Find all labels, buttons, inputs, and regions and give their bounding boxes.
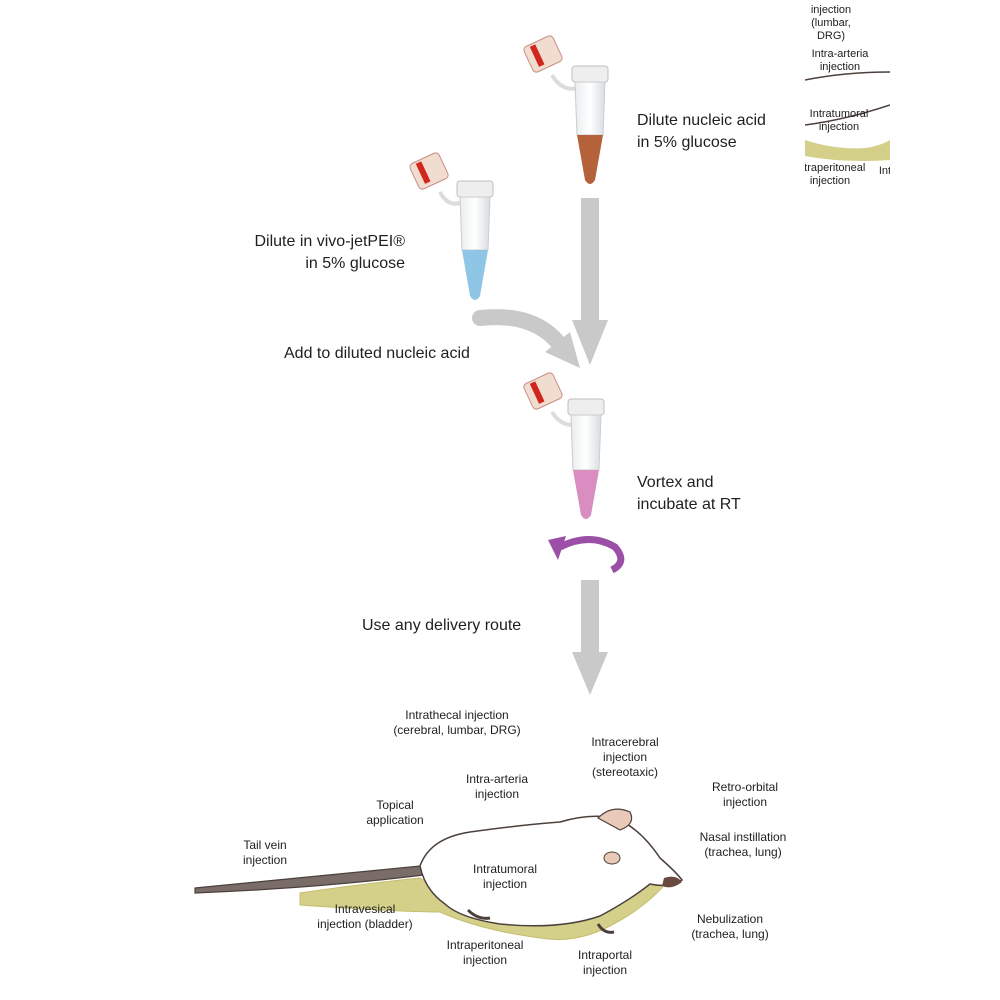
- route-retro-orbital-line2: injection: [722, 795, 768, 809]
- vortex-icon: [548, 536, 625, 574]
- route-intratumoral-line1: Intratumoral: [472, 862, 538, 876]
- route-intraperitoneal-line1: Intraperitoneal: [446, 938, 524, 952]
- cropped-label-intra-arterial: Intra-arteria injection: [805, 48, 875, 74]
- route-topical-line1: Topical: [376, 798, 414, 812]
- route-nasal: Nasal instillation (trachea, lung): [683, 830, 803, 860]
- route-intraportal-line2: injection: [582, 963, 628, 977]
- route-intracerebral-line3: (stereotaxic): [591, 765, 659, 779]
- cropped-label-intrathecal-line2: (lumbar, DRG): [811, 17, 851, 42]
- cropped-label-intrathecal: injection (lumbar, DRG): [805, 4, 861, 43]
- route-intraperitoneal-line2: injection: [462, 953, 508, 967]
- route-intra-arterial-line2: injection: [474, 787, 520, 801]
- step-delivery-route: Use any delivery route: [362, 617, 522, 634]
- route-retro-orbital: Retro-orbital injection: [690, 780, 800, 810]
- route-intracerebral-line1: Intracerebral: [591, 735, 659, 749]
- route-intra-arterial-line1: Intra-arteria: [465, 772, 529, 786]
- cropped-label-intra-arterial-line2: injection: [819, 61, 861, 73]
- curved-arrow: [472, 309, 580, 368]
- cropped-label-intratumoral: Intratumoral injection: [805, 108, 873, 134]
- route-intravesical-line2: injection (bladder): [317, 917, 413, 931]
- cropped-label-intrathecal-line1: injection: [810, 4, 852, 16]
- route-intrathecal: Intrathecal injection (cerebral, lumbar,…: [372, 708, 542, 738]
- route-nebulization: Nebulization (trachea, lung): [675, 912, 785, 942]
- route-intra-arterial: Intra-arteria injection: [447, 772, 547, 802]
- route-intraperitoneal: Intraperitoneal injection: [430, 938, 540, 968]
- route-tail-vein-line1: Tail vein: [243, 838, 287, 852]
- cropped-fragment: injection (lumbar, DRG) Intra-arteria in…: [805, 0, 890, 195]
- cropped-label-intratumoral-line2: injection: [818, 121, 860, 133]
- cropped-label-intraperitoneal-line2: injection: [809, 175, 851, 187]
- tube-nucleic-acid: [523, 35, 609, 184]
- down-arrow-2: [572, 580, 608, 695]
- route-intravesical-line1: Intravesical: [334, 902, 396, 916]
- route-retro-orbital-line1: Retro-orbital: [711, 780, 779, 794]
- cropped-label-intraperitoneal: Intraperitoneal injection: [805, 162, 865, 188]
- route-intravesical: Intravesical injection (bladder): [300, 902, 430, 932]
- route-intraportal: Intraportal injection: [555, 948, 655, 978]
- route-tail-vein: Tail vein injection: [230, 838, 300, 868]
- down-arrow-1: [572, 198, 608, 365]
- step-dilute-nucleic-acid-line2: in 5% glucose: [637, 134, 737, 151]
- route-intracerebral: Intracerebral injection (stereotaxic): [575, 735, 675, 780]
- step-vortex-line2: incubate at RT: [637, 496, 741, 513]
- cropped-label-intra-arterial-line1: Intra-arteria: [811, 48, 869, 60]
- route-topical-line2: application: [366, 813, 424, 827]
- mouse-illustration: [194, 808, 684, 940]
- step-dilute-nucleic-acid: Dilute nucleic acid in 5% glucose: [637, 110, 766, 154]
- route-intraportal-line1: Intraportal: [577, 948, 633, 962]
- step-add-to-nucleic-acid: Add to diluted nucleic acid: [284, 345, 470, 362]
- step-dilute-nucleic-acid-line1: Dilute nucleic acid: [637, 112, 766, 129]
- cropped-label-intratumoral-line1: Intratumoral: [809, 108, 869, 120]
- tube-complex: [523, 372, 605, 519]
- route-nasal-line1: Nasal instillation: [699, 830, 787, 844]
- route-intrathecal-line1: Intrathecal injection: [405, 708, 509, 722]
- cropped-label-intraperitoneal-line1: Intraperitoneal: [805, 162, 866, 174]
- route-topical: Topical application: [350, 798, 440, 828]
- step-dilute-jetpei-line1: Dilute in vivo-jetPEI®: [254, 233, 405, 250]
- route-nasal-line2: (trachea, lung): [704, 845, 782, 859]
- route-intratumoral: Intratumoral injection: [455, 862, 555, 892]
- step-vortex-line1: Vortex and: [637, 474, 714, 491]
- step-dilute-jetpei: Dilute in vivo-jetPEI® in 5% glucose: [233, 231, 405, 275]
- tube-jetpei: [409, 152, 494, 300]
- step-vortex: Vortex and incubate at RT: [637, 472, 741, 516]
- route-nebulization-line2: (trachea, lung): [691, 927, 769, 941]
- step-dilute-jetpei-line2: in 5% glucose: [305, 255, 405, 272]
- cropped-label-int: Int: [878, 165, 890, 177]
- route-tail-vein-line2: injection: [242, 853, 288, 867]
- route-intratumoral-line2: injection: [482, 877, 528, 891]
- cropped-fragment-art: [805, 71, 890, 161]
- route-intrathecal-line2: (cerebral, lumbar, DRG): [393, 723, 521, 737]
- route-intracerebral-line2: injection: [602, 750, 648, 764]
- route-nebulization-line1: Nebulization: [696, 912, 764, 926]
